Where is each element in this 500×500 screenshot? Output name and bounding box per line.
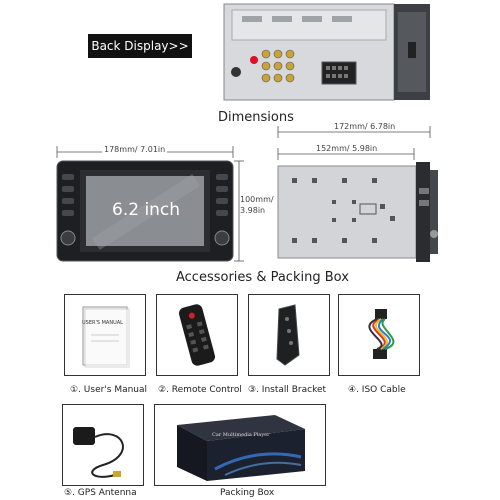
remote-control-box: [156, 294, 238, 376]
front-unit-image: [56, 160, 234, 262]
dimensions-title: Dimensions: [218, 110, 294, 125]
caption-remote-control: ②. Remote Control: [158, 385, 242, 395]
accessories-title: Accessories & Packing Box: [176, 270, 349, 285]
screen-size-label: 6.2 inch: [112, 200, 181, 220]
side-body-dimension: [276, 146, 416, 160]
side-total-label: 172mm/ 6.78in: [332, 122, 398, 131]
install-bracket-box: [248, 294, 330, 376]
packing-box-box: [154, 404, 326, 486]
caption-users-manual: ①. User's Manual: [70, 385, 148, 395]
front-width-label: 178mm/ 7.01in: [102, 145, 168, 154]
height-dimension: [234, 160, 244, 262]
back-unit-image: [222, 2, 432, 102]
caption-iso-cable: ④. ISO Cable: [348, 385, 406, 395]
side-total-dimension: [276, 124, 432, 138]
gps-antenna-box: [62, 404, 144, 486]
height-label: 100mm/ 3.98in: [240, 195, 274, 215]
iso-cable-box: [338, 294, 420, 376]
side-body-label: 152mm/ 5.98in: [314, 144, 380, 153]
caption-install-bracket: ③. Install Bracket: [248, 385, 327, 395]
box-cover-text: Car Multimedia Player: [212, 432, 270, 438]
caption-gps-antenna: ⑤. GPS Antenna: [64, 488, 137, 498]
manual-cover-text: USER'S MANUAL: [82, 320, 123, 326]
back-display-label: Back Display>>: [88, 34, 192, 58]
users-manual-box: [64, 294, 146, 376]
side-unit-image: [276, 160, 442, 264]
caption-packing-box: Packing Box: [220, 488, 275, 498]
